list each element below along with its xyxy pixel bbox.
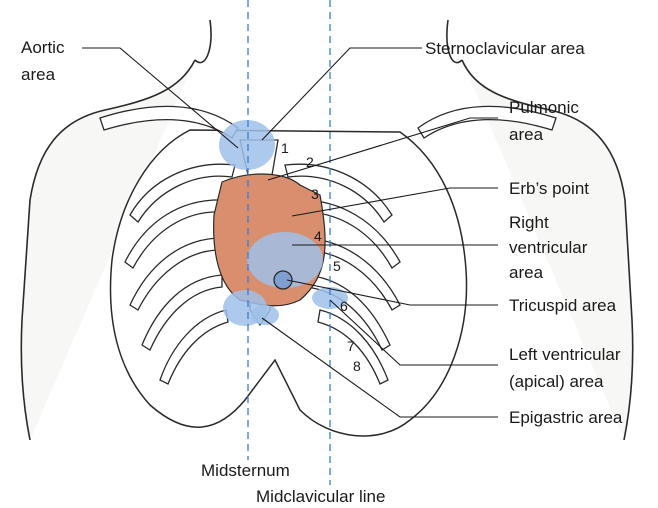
intercostal-8: 8 bbox=[353, 358, 361, 374]
label-pulmonic-2: area bbox=[509, 125, 544, 144]
intercostal-3: 3 bbox=[311, 186, 319, 202]
label-epigastric: Epigastric area bbox=[509, 408, 623, 427]
intercostal-6: 6 bbox=[340, 298, 348, 314]
label-right-ventricular-3: area bbox=[509, 263, 544, 282]
label-midsternum: Midsternum bbox=[201, 461, 290, 480]
label-aortic-2: area bbox=[21, 65, 56, 84]
label-erbs-point: Erb’s point bbox=[509, 179, 589, 198]
intercostal-1: 1 bbox=[281, 140, 289, 156]
label-tricuspid: Tricuspid area bbox=[509, 296, 617, 315]
intercostal-5: 5 bbox=[333, 258, 341, 274]
label-right-ventricular-1: Right bbox=[509, 213, 549, 232]
intercostal-4: 4 bbox=[314, 228, 322, 244]
intercostal-7: 7 bbox=[347, 338, 355, 354]
sternoclavicular-aortic-area bbox=[219, 120, 275, 170]
neck-outline bbox=[195, 20, 462, 63]
label-right-ventricular-2: ventricular bbox=[509, 238, 588, 257]
label-midclavicular: Midclavicular line bbox=[256, 487, 385, 506]
label-sternoclavicular: Sternoclavicular area bbox=[425, 39, 585, 58]
label-pulmonic: Pulmonic bbox=[509, 98, 579, 117]
epigastric-lower-area bbox=[251, 305, 279, 325]
label-left-ventricular-1: Left ventricular bbox=[509, 345, 621, 364]
label-aortic: Aortic bbox=[21, 38, 65, 57]
label-left-ventricular-2: (apical) area bbox=[509, 372, 604, 391]
